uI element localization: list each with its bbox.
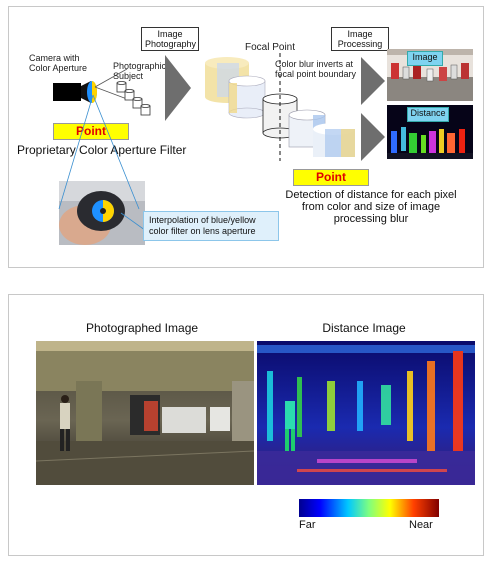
- aperture-filter-caption: Proprietary Color Aperture Filter: [17, 143, 187, 157]
- photographed-image: [36, 341, 254, 485]
- process-arrow-1: [165, 55, 191, 121]
- distance-image-title: Distance Image: [322, 321, 406, 335]
- top-panel: Camera with Color Aperture Photographic …: [8, 6, 484, 268]
- process-arrow-2: [361, 57, 385, 105]
- lens-photo: [59, 181, 145, 245]
- process-arrow-3: [361, 113, 385, 161]
- camera-label: Camera with Color Aperture: [29, 53, 88, 73]
- view-lines: [94, 68, 128, 100]
- bottom-panel: Photographed Image Distance Image: [8, 294, 484, 556]
- detection-text: Detection of distance for each pixel fro…: [285, 189, 457, 225]
- camera-icon: [53, 81, 97, 103]
- interpolation-callout: Interpolation of blue/yellow color filte…: [143, 211, 279, 241]
- image-processing-label: Image Processing: [331, 27, 389, 51]
- point-badge-2: Point: [293, 169, 369, 186]
- distance-image: [257, 341, 475, 485]
- focal-point-label: Focal Point: [245, 42, 296, 53]
- focal-cylinders-illustration: [205, 53, 355, 161]
- image-tag: Image: [407, 51, 443, 66]
- image-photography-label: Image Photography: [141, 27, 199, 51]
- subject-cylinders-icon: [116, 81, 151, 116]
- distance-colorbar: [299, 499, 439, 517]
- subject-label: Photographic Subject: [113, 61, 167, 81]
- colorbar-near-label: Near: [409, 519, 433, 531]
- colorbar-far-label: Far: [299, 519, 316, 531]
- distance-tag: Distance: [407, 107, 449, 122]
- photographed-image-title: Photographed Image: [85, 321, 199, 335]
- color-blur-note: Color blur inverts at focal point bounda…: [275, 59, 357, 79]
